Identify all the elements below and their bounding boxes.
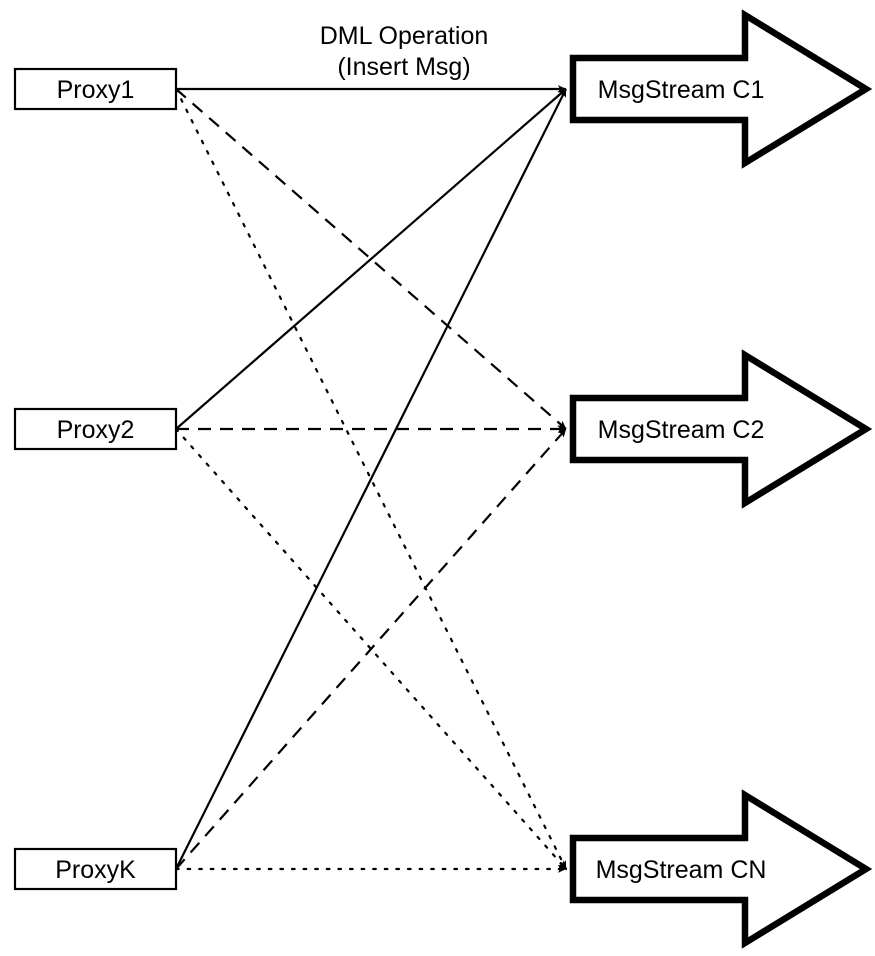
dml-operation-annotation: DML Operation (Insert Msg)	[320, 22, 489, 81]
msgstream-node-msgstream-c1[interactable]: MsgStream C1	[569, 9, 873, 169]
edge-proxy2-to-c1	[175, 88, 567, 430]
msgstream-node-msgstream-cn[interactable]: MsgStream CN	[569, 789, 873, 949]
proxy-node-proxy1[interactable]: Proxy1	[13, 67, 178, 111]
msgstream-label-msgstream-c2: MsgStream C2	[598, 416, 765, 444]
msgstream-node-msgstream-c2[interactable]: MsgStream C2	[569, 349, 873, 509]
proxy-box-proxy1	[13, 67, 178, 111]
edge-proxy2-to-cn	[174, 427, 568, 871]
proxy-node-proxyk[interactable]: ProxyK	[13, 847, 178, 891]
block-arrow-icon-msgstream-c2	[569, 349, 873, 509]
proxy-node-proxy2[interactable]: Proxy2	[13, 407, 178, 451]
dml-operation-label-line1: DML Operation	[320, 22, 489, 50]
proxy-label-proxyk: ProxyK	[55, 856, 136, 884]
proxy-box-proxy2	[13, 407, 178, 451]
block-arrow-icon-msgstream-c1	[569, 9, 873, 169]
msgstream-label-msgstream-cn: MsgStream CN	[596, 856, 767, 884]
block-arrow-icon-msgstream-cn	[569, 789, 873, 949]
proxy-label-proxy1: Proxy1	[57, 76, 135, 104]
msgstream-label-msgstream-c1: MsgStream C1	[598, 76, 765, 104]
msgstream-nodes-layer: MsgStream C1 MsgStream C2 MsgStream CN	[569, 9, 873, 949]
proxy-label-proxy2: Proxy2	[57, 416, 135, 444]
insert-msg-label-line2: (Insert Msg)	[337, 53, 470, 81]
edge-proxyk-to-c1	[175, 88, 567, 870]
edges-layer	[174, 85, 568, 873]
proxy-box-proxyk	[13, 847, 178, 891]
edge-proxyk-to-c2	[175, 428, 567, 870]
